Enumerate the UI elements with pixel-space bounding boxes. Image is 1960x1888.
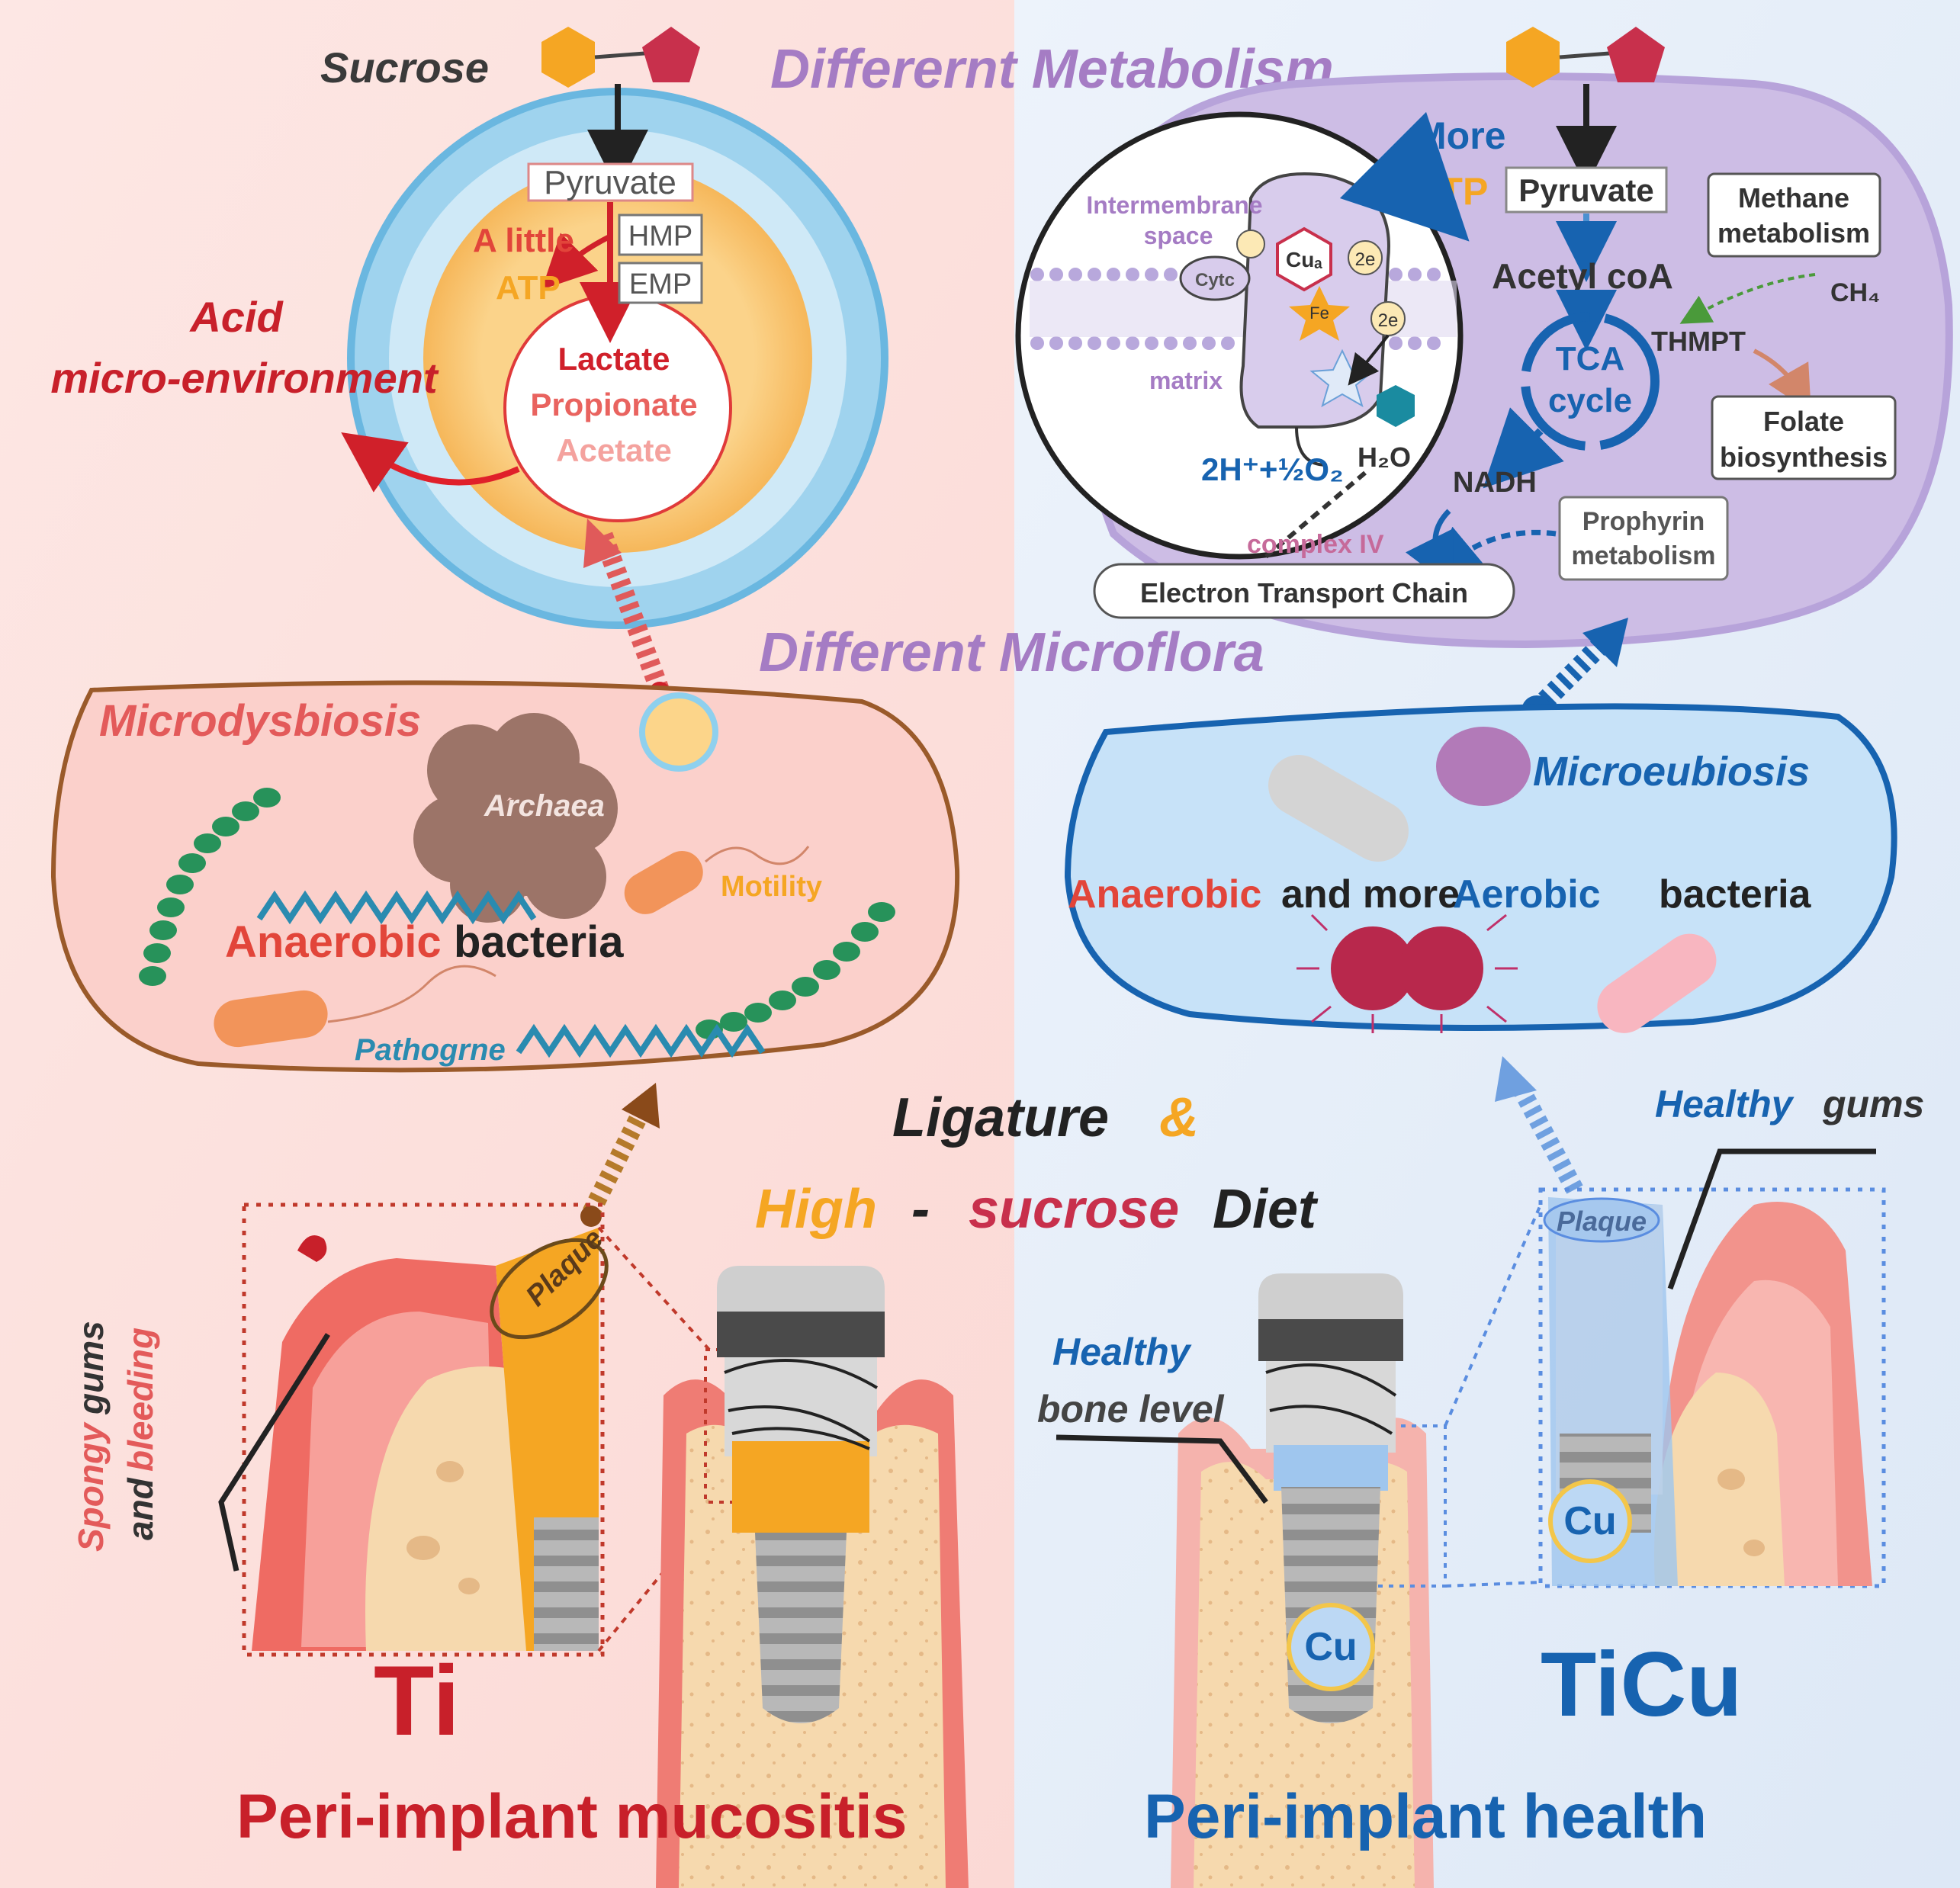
prophyrin-box xyxy=(1558,496,1729,581)
pathogen-label: Pathogrne xyxy=(355,1033,506,1067)
ti-label: Ti xyxy=(374,1645,460,1756)
right-pyruvate-label: Pyruvate xyxy=(1518,172,1653,208)
acetate-label: Acetate xyxy=(556,432,672,468)
archaea-label: Archaea xyxy=(484,789,605,823)
right-sucrose-molecule-icon xyxy=(1506,27,1665,88)
h2o-label: H₂O xyxy=(1358,441,1411,473)
tca-to-nadh-arrow xyxy=(1483,407,1564,489)
etc-box xyxy=(1093,563,1515,619)
emp-label: EMP xyxy=(629,268,692,300)
healthy-gums-label-a: Healthy xyxy=(1655,1083,1795,1125)
right-microflora-capsule xyxy=(1064,703,1897,1033)
mucositis-label: Peri-implant mucositis xyxy=(236,1782,907,1851)
spongy-label: Spongy xyxy=(71,1421,111,1552)
acid-label-line2: micro-environment xyxy=(50,354,439,402)
high-label: High xyxy=(755,1179,877,1240)
tca-cycle-ring xyxy=(1521,312,1660,451)
thmpt-label: THMPT xyxy=(1651,326,1746,357)
right-implant xyxy=(1056,1204,1542,1888)
dash-label: - xyxy=(911,1179,930,1240)
propionate-label: Propionate xyxy=(530,387,697,422)
electron-label-1: 2e xyxy=(1355,249,1376,270)
methane-box xyxy=(1707,172,1881,258)
ligature-label: Ligature xyxy=(892,1087,1109,1148)
health-label: Peri-implant health xyxy=(1144,1782,1707,1851)
gums-label: gums xyxy=(71,1321,111,1415)
right-cu-label-implant: Cu xyxy=(1304,1625,1357,1669)
nadh-to-etc-arrow xyxy=(1406,509,1454,589)
left-flow-arrow-lower xyxy=(580,1083,660,1227)
and-label: and xyxy=(120,1477,160,1540)
microflora-heading: Different Microflora xyxy=(759,622,1264,683)
emp-box xyxy=(618,262,703,304)
methane-label-1: Methane xyxy=(1738,182,1849,214)
ampersand-label: & xyxy=(1159,1087,1199,1148)
acetyl-label: Acetyl coA xyxy=(1492,256,1673,296)
acid-output-arrow xyxy=(341,432,520,493)
spongy-gums-label-group: Spongy gums and bleeding xyxy=(71,1321,160,1552)
cytc-label: Cytc xyxy=(1195,270,1235,291)
prophyrin-label-2: metabolism xyxy=(1572,541,1716,570)
matrix-label: matrix xyxy=(1149,367,1223,394)
complex-iv-label: complex IV xyxy=(1247,530,1384,559)
more-label: More xyxy=(1415,114,1505,157)
right-cu-label-closeup: Cu xyxy=(1563,1499,1616,1543)
acid-label-line1: Acid xyxy=(188,293,284,341)
pyruvate-box xyxy=(527,162,694,202)
healthy-bone-label-b: bone level xyxy=(1037,1388,1225,1430)
and-more-label: and more xyxy=(1281,872,1460,917)
lactate-label: Lactate xyxy=(557,341,670,377)
cycle-label: cycle xyxy=(1548,382,1632,419)
ch4-to-thmpt-arrow xyxy=(1679,273,1816,324)
motility-label: Motility xyxy=(721,871,822,903)
left-atp-label: ATP xyxy=(496,269,561,307)
healthy-gums-label-b: gums xyxy=(1822,1083,1924,1125)
cua-label: Cuₐ xyxy=(1286,248,1322,271)
right-plaque-label: Plaque xyxy=(1557,1206,1647,1237)
diet-label: Diet xyxy=(1213,1179,1319,1240)
right-flow-arrow-lower xyxy=(1495,1056,1583,1194)
reaction-label: 2H⁺+½O₂ xyxy=(1201,451,1344,487)
ch4-label: CH₄ xyxy=(1830,278,1880,307)
microdysbiosis-label: Microdysbiosis xyxy=(99,696,421,746)
tca-label: TCA xyxy=(1556,340,1624,377)
left-gum-closeup xyxy=(218,1202,609,1657)
bleeding-label: bleeding xyxy=(120,1328,160,1472)
pyruvate-label: Pyruvate xyxy=(544,164,676,201)
atp-branch-arrow xyxy=(541,233,612,290)
etc-label: Electron Transport Chain xyxy=(1140,577,1468,608)
left-anaerobic-label: Anaerobic xyxy=(225,917,442,967)
folate-box xyxy=(1711,395,1897,480)
folate-label-1: Folate xyxy=(1763,406,1844,437)
folate-label-2: biosynthesis xyxy=(1720,441,1888,473)
left-implant xyxy=(597,1226,969,1888)
right-pyruvate-box xyxy=(1505,166,1668,214)
fe-label: Fe xyxy=(1309,303,1329,323)
hmp-box xyxy=(618,214,703,256)
aerobic-label: Aerobic xyxy=(1453,872,1601,917)
electron-label-2: 2e xyxy=(1378,310,1399,331)
prophyrin-label-1: Prophyrin xyxy=(1582,507,1705,536)
intermembrane-label-2: space xyxy=(1144,222,1213,249)
complex-iv-inset xyxy=(1015,111,1470,560)
right-anaerobic-label: Anaerobic xyxy=(1068,872,1261,917)
sucrose-label: Sucrose xyxy=(320,43,489,92)
left-microflora-capsule xyxy=(50,680,960,1073)
ticu-label: TiCu xyxy=(1541,1633,1742,1735)
hmp-label: HMP xyxy=(628,220,692,252)
methane-label-2: metabolism xyxy=(1717,217,1870,249)
sucrose-diet-label: sucrose xyxy=(969,1179,1179,1240)
microeubiosis-label: Microeubiosis xyxy=(1533,749,1810,795)
thmpt-to-folate-arrow xyxy=(1753,348,1811,413)
nadh-label: NADH xyxy=(1453,467,1537,499)
right-gum-closeup xyxy=(1538,1148,1886,1588)
right-bacteria-label: bacteria xyxy=(1659,872,1812,917)
sucrose-molecule-icon xyxy=(541,27,700,88)
healthy-bone-label-a: Healthy xyxy=(1052,1331,1192,1373)
intermembrane-label-1: Intermembrane xyxy=(1086,191,1262,219)
left-bacteria-label: bacteria xyxy=(454,917,624,967)
a-little-label: A little xyxy=(473,222,574,259)
